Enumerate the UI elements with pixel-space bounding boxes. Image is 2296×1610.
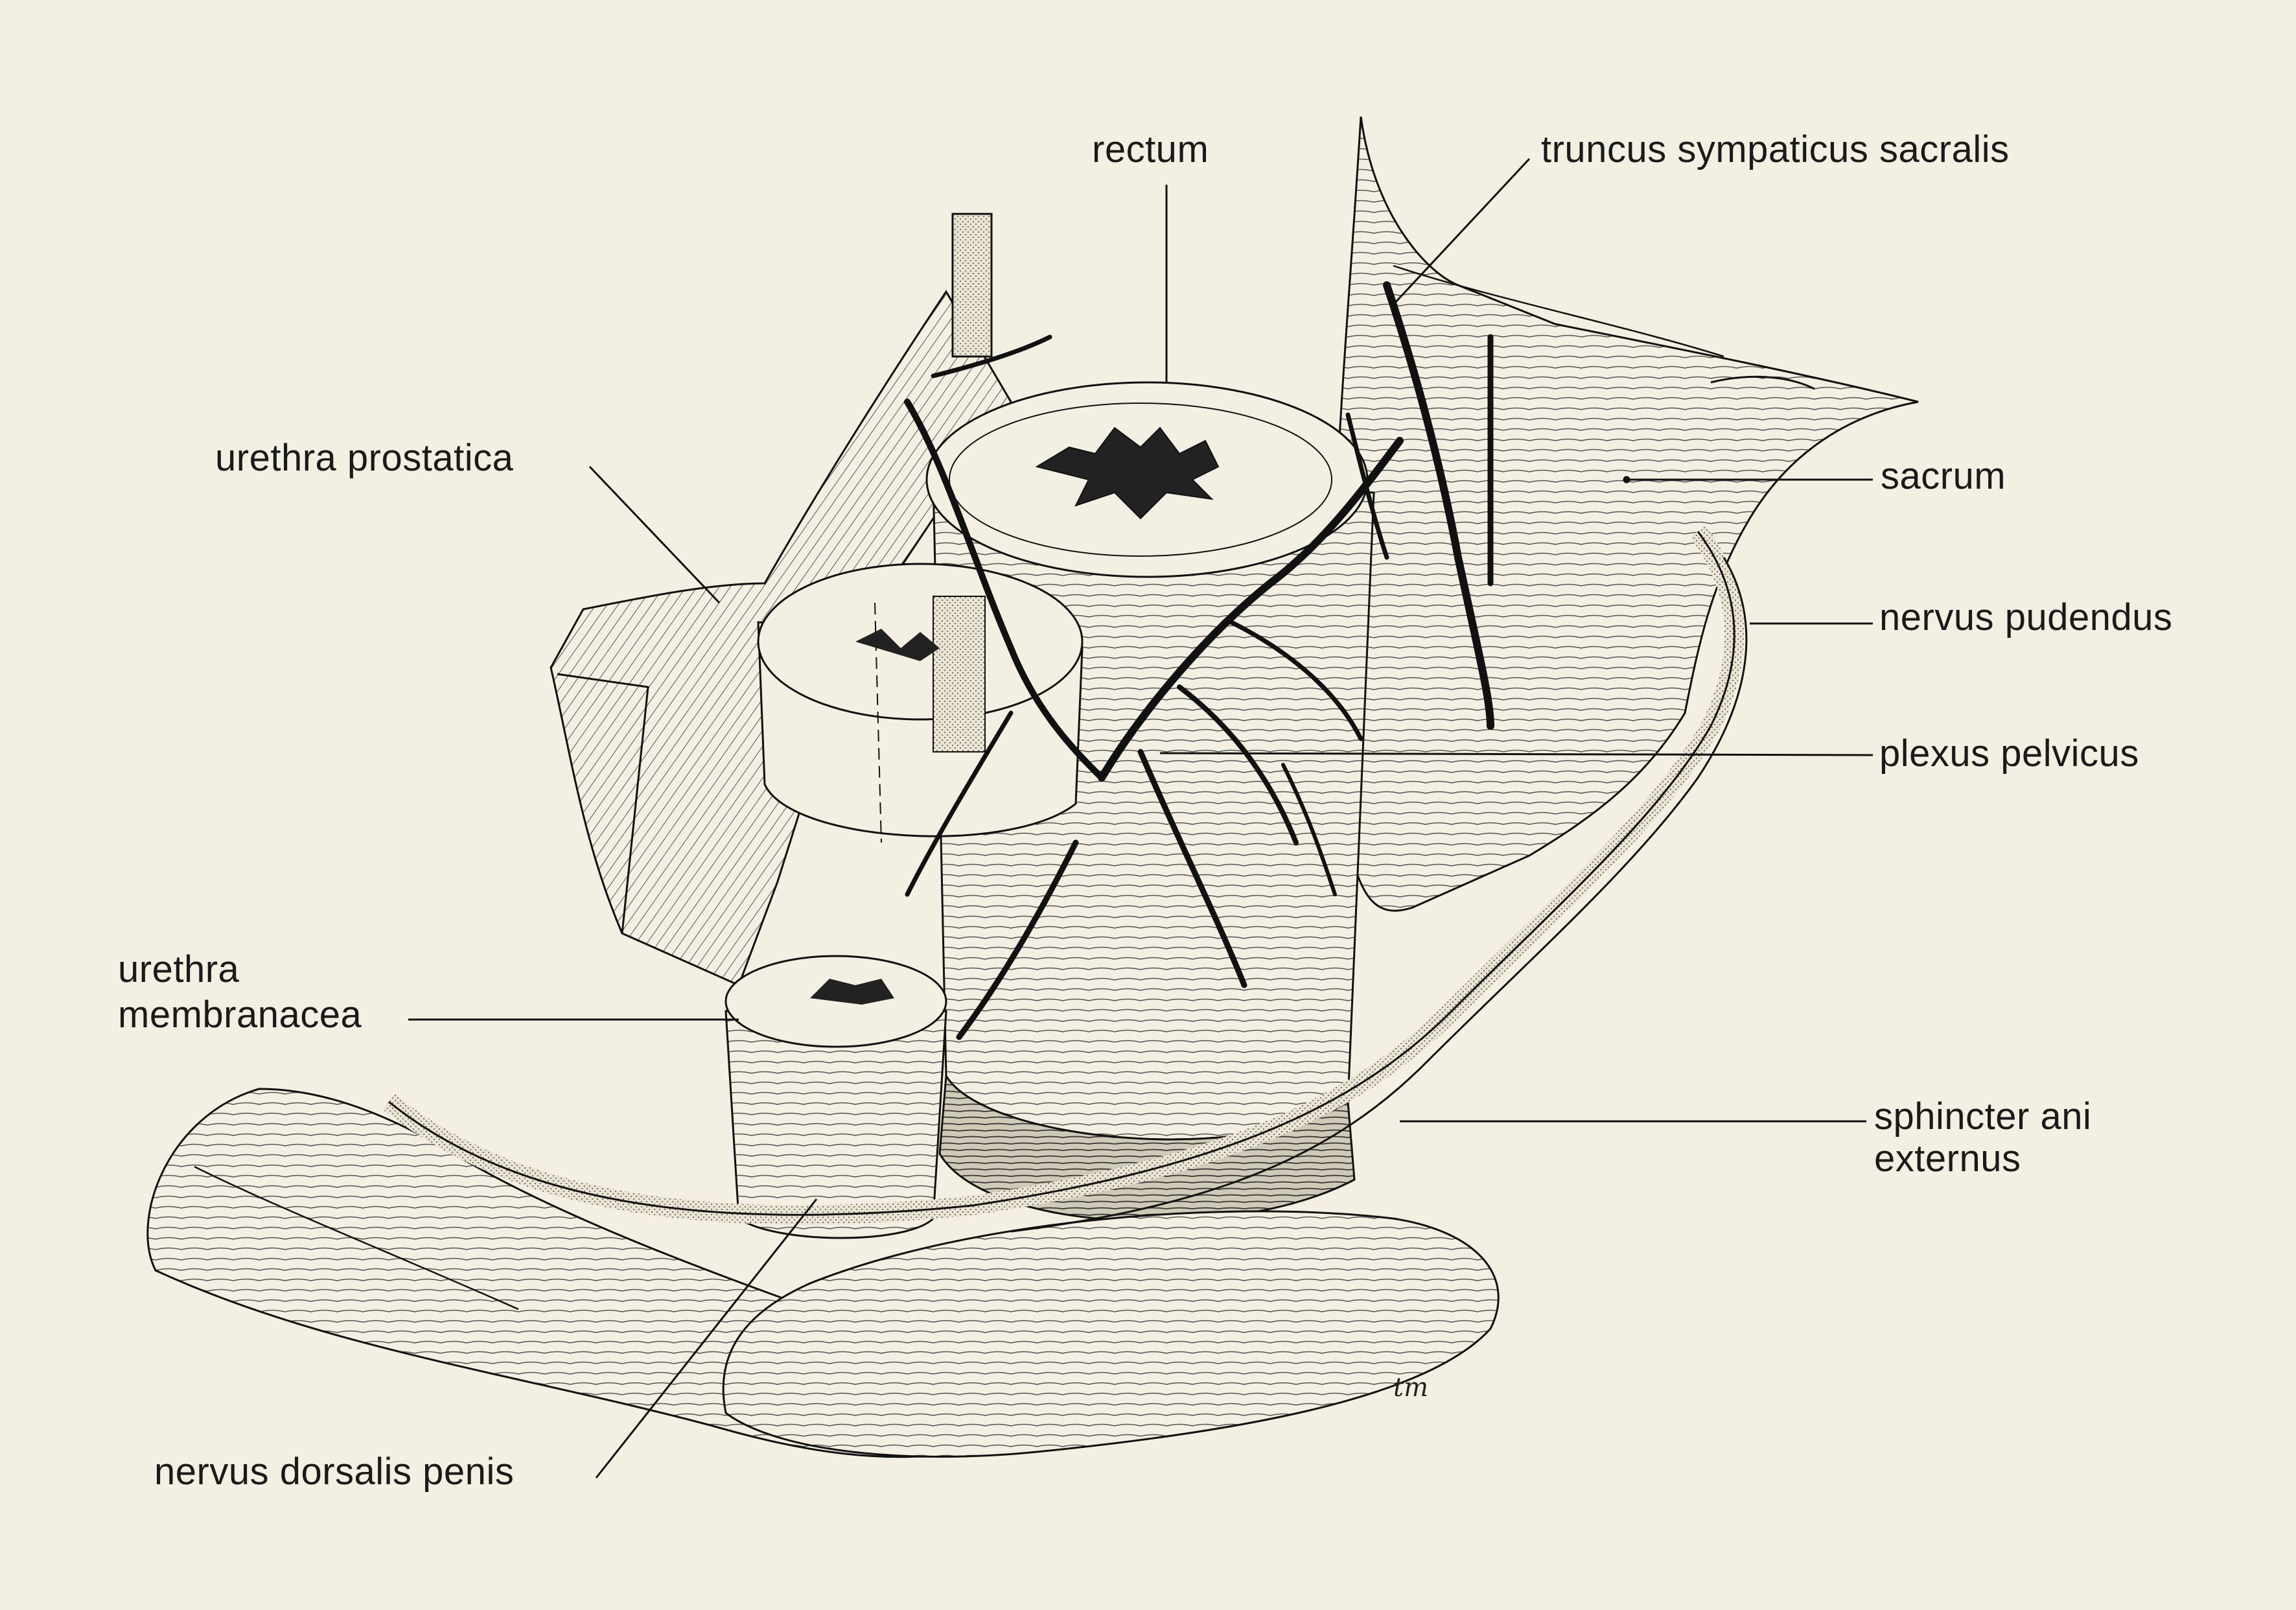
artist-signature: tm [1393, 1373, 1429, 1403]
leader-lines [408, 158, 1873, 1478]
plexus-pelvicus-shape [904, 281, 1494, 1040]
label-urethra-membranacea-line1: urethra [118, 948, 240, 990]
leader-truncus-sympaticus [1392, 158, 1531, 306]
sacrum-shape [1334, 116, 1919, 912]
label-sphincter-ani-externus-line1: sphincter ani [1874, 1095, 2092, 1138]
label-sphincter-ani-externus-line2: externus [1874, 1138, 2021, 1180]
label-sacrum: sacrum [1881, 455, 2006, 497]
leader-urethra-prostatica [588, 465, 721, 604]
urethra-prostatica-shape [757, 563, 1084, 843]
label-urethra-prostatica: urethra prostatica [215, 437, 514, 479]
nervus-pudendus-shape [382, 526, 1748, 1233]
label-truncus-sympaticus-sacralis: truncus sympaticus sacralis [1541, 128, 2010, 170]
label-nervus-dorsalis-penis: nervus dorsalis penis [154, 1451, 515, 1493]
leader-sacrum-dot [1623, 476, 1630, 484]
label-plexus-pelvicus: plexus pelvicus [1879, 732, 2139, 775]
leader-nervus-dorsalis-penis [595, 1198, 818, 1478]
label-nervus-pudendus: nervus pudendus [1879, 596, 2173, 638]
penis-shape [146, 1088, 1500, 1458]
leader-plexus-pelvicus [1159, 752, 1873, 756]
label-urethra-membranacea-line2: membranacea [118, 994, 362, 1036]
label-rectum: rectum [1092, 128, 1209, 170]
vessel-stump [951, 213, 993, 358]
urethra-membranacea-shape [725, 955, 947, 1239]
